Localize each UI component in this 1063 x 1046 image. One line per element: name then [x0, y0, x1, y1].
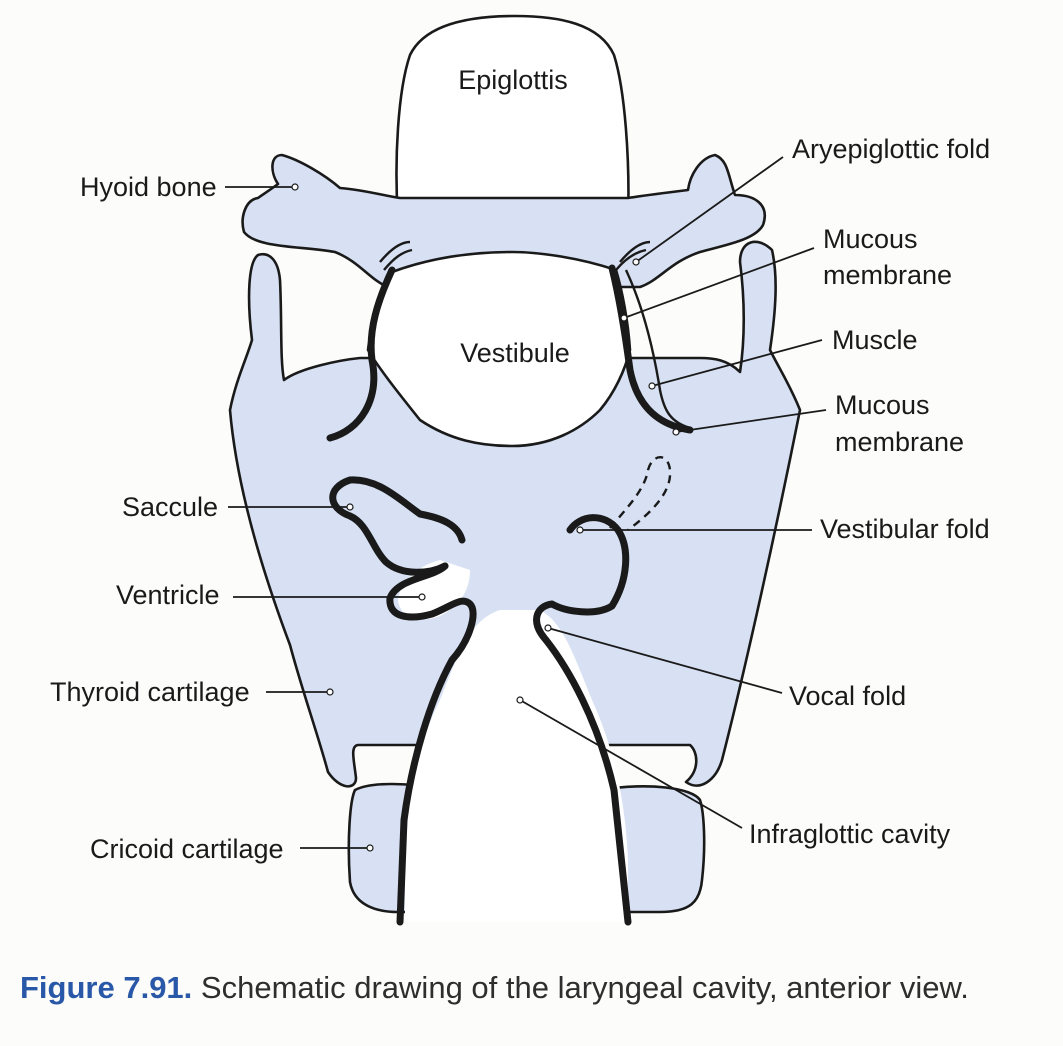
leader-dot-infraglottic	[516, 696, 524, 704]
right-muscle-outline	[624, 269, 691, 430]
label-mucous-membrane-upper-2: membrane	[823, 260, 952, 290]
leader-dot-mucous-lower	[672, 428, 680, 436]
leader-mucous-membrane-upper	[623, 247, 815, 319]
label-vocal-fold: Vocal fold	[789, 681, 906, 711]
label-infraglottic-cavity: Infraglottic cavity	[749, 819, 951, 849]
leader-mucous-membrane-lower	[675, 409, 827, 433]
right-aryepiglottic-hatching	[615, 240, 651, 271]
label-mucous-membrane-upper-1: Mucous	[823, 224, 918, 254]
left-vestibular-saccule-line	[329, 476, 466, 576]
label-vestibular-fold: Vestibular fold	[820, 514, 990, 544]
leader-dot-aryepiglottic	[632, 258, 640, 266]
label-epiglottis: Epiglottis	[458, 65, 568, 95]
leader-dot-saccule	[346, 503, 354, 511]
right-saccule-dashed	[609, 456, 672, 531]
leader-dot-thyroid	[326, 688, 334, 696]
leader-dot-mucous-upper	[620, 314, 628, 322]
label-vestibule: Vestibule	[460, 338, 570, 368]
label-saccule: Saccule	[122, 492, 218, 522]
right-mucous-membrane-line	[608, 264, 694, 434]
leader-dot-ventricle	[418, 593, 426, 601]
epiglottis-shape	[395, 14, 630, 222]
leader-vocal-fold	[547, 627, 783, 694]
figure-caption-number: Figure 7.91.	[20, 970, 193, 1005]
leader-dot-hyoid	[291, 183, 299, 191]
label-cricoid-cartilage: Cricoid cartilage	[90, 834, 284, 864]
leader-dot-vocal	[544, 624, 552, 632]
leader-dot-muscle	[648, 382, 656, 390]
leader-muscle	[651, 339, 823, 387]
leader-dot-cricoid	[366, 844, 374, 852]
infraglottic-lumen-shape	[405, 610, 628, 922]
left-mucous-membrane-line	[326, 266, 396, 442]
laryngeal-cavity-shape	[366, 250, 632, 448]
leader-dot-vestibular	[576, 526, 584, 534]
larynx-diagram: Epiglottis Aryepiglottic fold Hyoid bone…	[50, 14, 990, 926]
label-mucous-membrane-lower-2: membrane	[835, 427, 964, 457]
leader-infraglottic-cavity	[519, 699, 743, 829]
label-aryepiglottic-fold: Aryepiglottic fold	[792, 134, 990, 164]
left-aryepiglottic-hatching	[379, 240, 413, 271]
label-thyroid-cartilage: Thyroid cartilage	[50, 677, 250, 707]
label-ventricle: Ventricle	[116, 580, 220, 610]
figure-caption-text: Schematic drawing of the laryngeal cavit…	[192, 970, 969, 1005]
label-hyoid-bone: Hyoid bone	[80, 172, 217, 202]
label-mucous-membrane-lower-1: Mucous	[835, 390, 930, 420]
figure-caption: Figure 7.91. Schematic drawing of the la…	[20, 966, 1050, 1016]
leader-aryepiglottic-fold	[635, 156, 784, 263]
label-muscle: Muscle	[832, 325, 918, 355]
